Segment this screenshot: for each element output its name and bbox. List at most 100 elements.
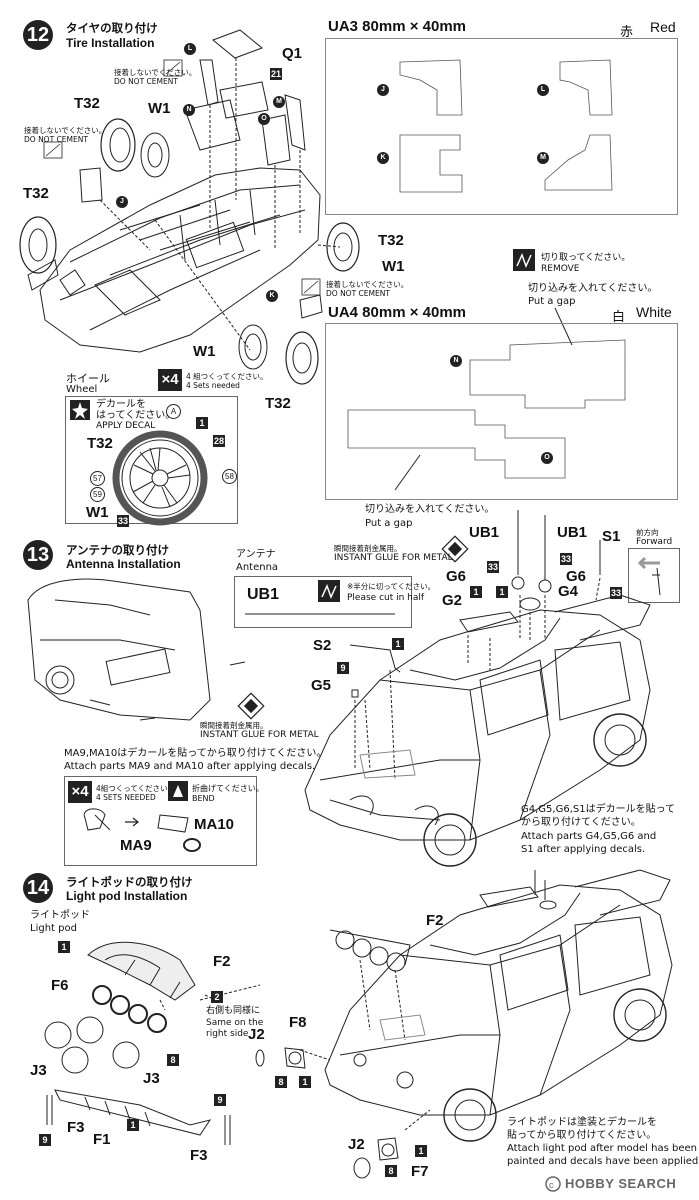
part-label-j3: J3 — [30, 1062, 47, 1079]
ua3-decal-shapes — [399, 59, 613, 193]
part-number-33: 33 — [487, 561, 499, 573]
part-label-ub1: UB1 — [557, 524, 588, 541]
antenna-label-en: Antenna — [236, 562, 279, 573]
step-12-number: 12 — [23, 20, 53, 50]
part-label-g2: G2 — [442, 592, 463, 609]
bend-jp: 折曲げてください。 — [192, 784, 264, 793]
part-label-j2: J2 — [248, 1026, 265, 1043]
part-number-1: 1 — [496, 586, 508, 598]
no-cement-jp: 接着しないでください。 — [326, 280, 409, 289]
part-number-1: 1 — [196, 417, 208, 429]
part-number-8: 8 — [385, 1165, 397, 1177]
apply-decal-en: APPLY DECAL — [96, 421, 156, 431]
part-number-1: 1 — [127, 1119, 139, 1131]
ua3-title: UA3 80mm × 40mm — [328, 18, 466, 35]
antenna-icons — [237, 535, 469, 720]
step-14-number: 14 — [23, 873, 53, 903]
part-label-ma9: MA9 — [120, 837, 152, 854]
part-number-1: 1 — [415, 1145, 427, 1157]
decal-marker-m: M — [273, 96, 285, 108]
glue-note-en: INSTANT GLUE FOR METAL — [200, 730, 319, 740]
forward-jp: 前方向 — [636, 528, 659, 537]
cut-in-half-jp: ※半分に切ってください。 — [347, 582, 436, 591]
glue-note-jp: 瞬間接着剤金属用。 — [334, 544, 402, 553]
ma-sets-en: 4 SETS NEEDED — [96, 793, 156, 802]
same-right-en-2: right side — [206, 1029, 249, 1039]
part-number-1: 1 — [392, 638, 404, 650]
ua3-color-en: Red — [650, 19, 676, 35]
sets-needed-en: 4 Sets needed — [186, 381, 240, 390]
step-14-title-en: Light pod Installation — [66, 889, 188, 903]
part-number-33: 33 — [560, 553, 572, 565]
part-label-g5: G5 — [311, 677, 332, 694]
part-label-s2: S2 — [313, 637, 332, 654]
part-number-28: 28 — [213, 435, 225, 447]
decal-marker-o: O — [258, 113, 270, 125]
part-label-w1: W1 — [382, 258, 405, 275]
ua3-decal-k: K — [377, 152, 389, 164]
decal-marker-j: J — [116, 196, 128, 208]
remove-jp: 切り取ってください。 — [541, 253, 631, 263]
decal-marker-59: 59 — [90, 487, 105, 502]
same-right-en-1: Same on the — [206, 1018, 264, 1028]
wheel-title-jp: ホイール — [66, 372, 110, 385]
part-number-33: 33 — [117, 515, 129, 527]
svg-text:c: c — [549, 1180, 554, 1190]
no-cement-jp: 接着しないでください。 — [114, 68, 197, 77]
part-label-ma10: MA10 — [194, 816, 235, 833]
ma-sets-jp: 4組つくってください。 — [96, 784, 176, 793]
part-label-w1: W1 — [148, 100, 171, 117]
forward-arrow — [637, 556, 661, 596]
ua3-decal-panel — [325, 38, 678, 215]
ua4-put-gap-en: Put a gap — [365, 518, 413, 529]
light-pod-en: Light pod — [30, 923, 77, 934]
sets-needed-jp: 4 組つくってください。 — [186, 372, 268, 381]
bend-en: BEND — [192, 794, 215, 803]
part-label-g6: G6 — [446, 568, 467, 585]
apply-decal-jp-1: デカールを — [96, 399, 146, 410]
part-number-9: 9 — [39, 1134, 51, 1146]
g-parts-note-jp-1: G4,G5,G6,S1はデカールを貼って — [521, 804, 676, 815]
glue-note-jp: 瞬間接着剤金属用。 — [200, 721, 268, 730]
ua3-decal-m: M — [537, 152, 549, 164]
step-13-number: 13 — [23, 540, 53, 570]
part-number-1: 1 — [299, 1076, 311, 1088]
light-pod-note-jp-1: ライトポッドは塗装とデカールを — [507, 1117, 657, 1128]
part-number-1: 1 — [470, 586, 482, 598]
step-13-title-en: Antenna Installation — [66, 557, 181, 571]
part-number-9: 9 — [337, 662, 349, 674]
step-13-title-jp: アンテナの取り付け — [66, 543, 170, 557]
part-label-s1: S1 — [602, 528, 621, 545]
decal-marker-57: 57 — [90, 471, 105, 486]
step-12-title-jp: タイヤの取り付け — [66, 21, 158, 35]
sets-multiplier-badge: ×4 — [158, 369, 182, 391]
ua4-color-jp: 白 — [612, 310, 626, 325]
part-label-t32: T32 — [74, 95, 100, 112]
ua3-decal-j: J — [377, 84, 389, 96]
ua4-decal-o: O — [541, 452, 553, 464]
part-number-33: 33 — [610, 587, 622, 599]
g-parts-note-en-1: Attach parts G4,G5,G6 and — [521, 831, 657, 842]
ma-note-en: Attach parts MA9 and MA10 after applying… — [64, 761, 316, 772]
part-number-21: 21 — [270, 68, 282, 80]
decal-marker-l: L — [184, 43, 196, 55]
ua3-decal-l: L — [537, 84, 549, 96]
part-label-f3: F3 — [190, 1147, 208, 1164]
part-number-1: 1 — [58, 941, 70, 953]
part-label-w1: W1 — [193, 343, 216, 360]
watermark-text: HOBBY SEARCH — [565, 1176, 677, 1191]
decal-marker-k: K — [266, 290, 278, 302]
glue-note-en: INSTANT GLUE FOR METAL — [334, 553, 453, 563]
part-label-f2: F2 — [213, 953, 231, 970]
ma-note-jp: MA9,MA10はデカールを貼ってから取り付けてください。 — [64, 748, 327, 759]
car-underside-diagram — [19, 29, 535, 385]
part-label-f8: F8 — [289, 1014, 307, 1031]
ua4-put-gap-jp: 切り込みを入れてください。 — [365, 504, 495, 515]
part-label-f2: F2 — [426, 912, 444, 929]
part-label-f7: F7 — [411, 1163, 429, 1180]
ua4-color-en: White — [636, 304, 672, 320]
part-label-w1: W1 — [86, 504, 109, 521]
antenna-label-jp: アンテナ — [236, 549, 276, 560]
forward-en: Forward — [636, 537, 673, 547]
